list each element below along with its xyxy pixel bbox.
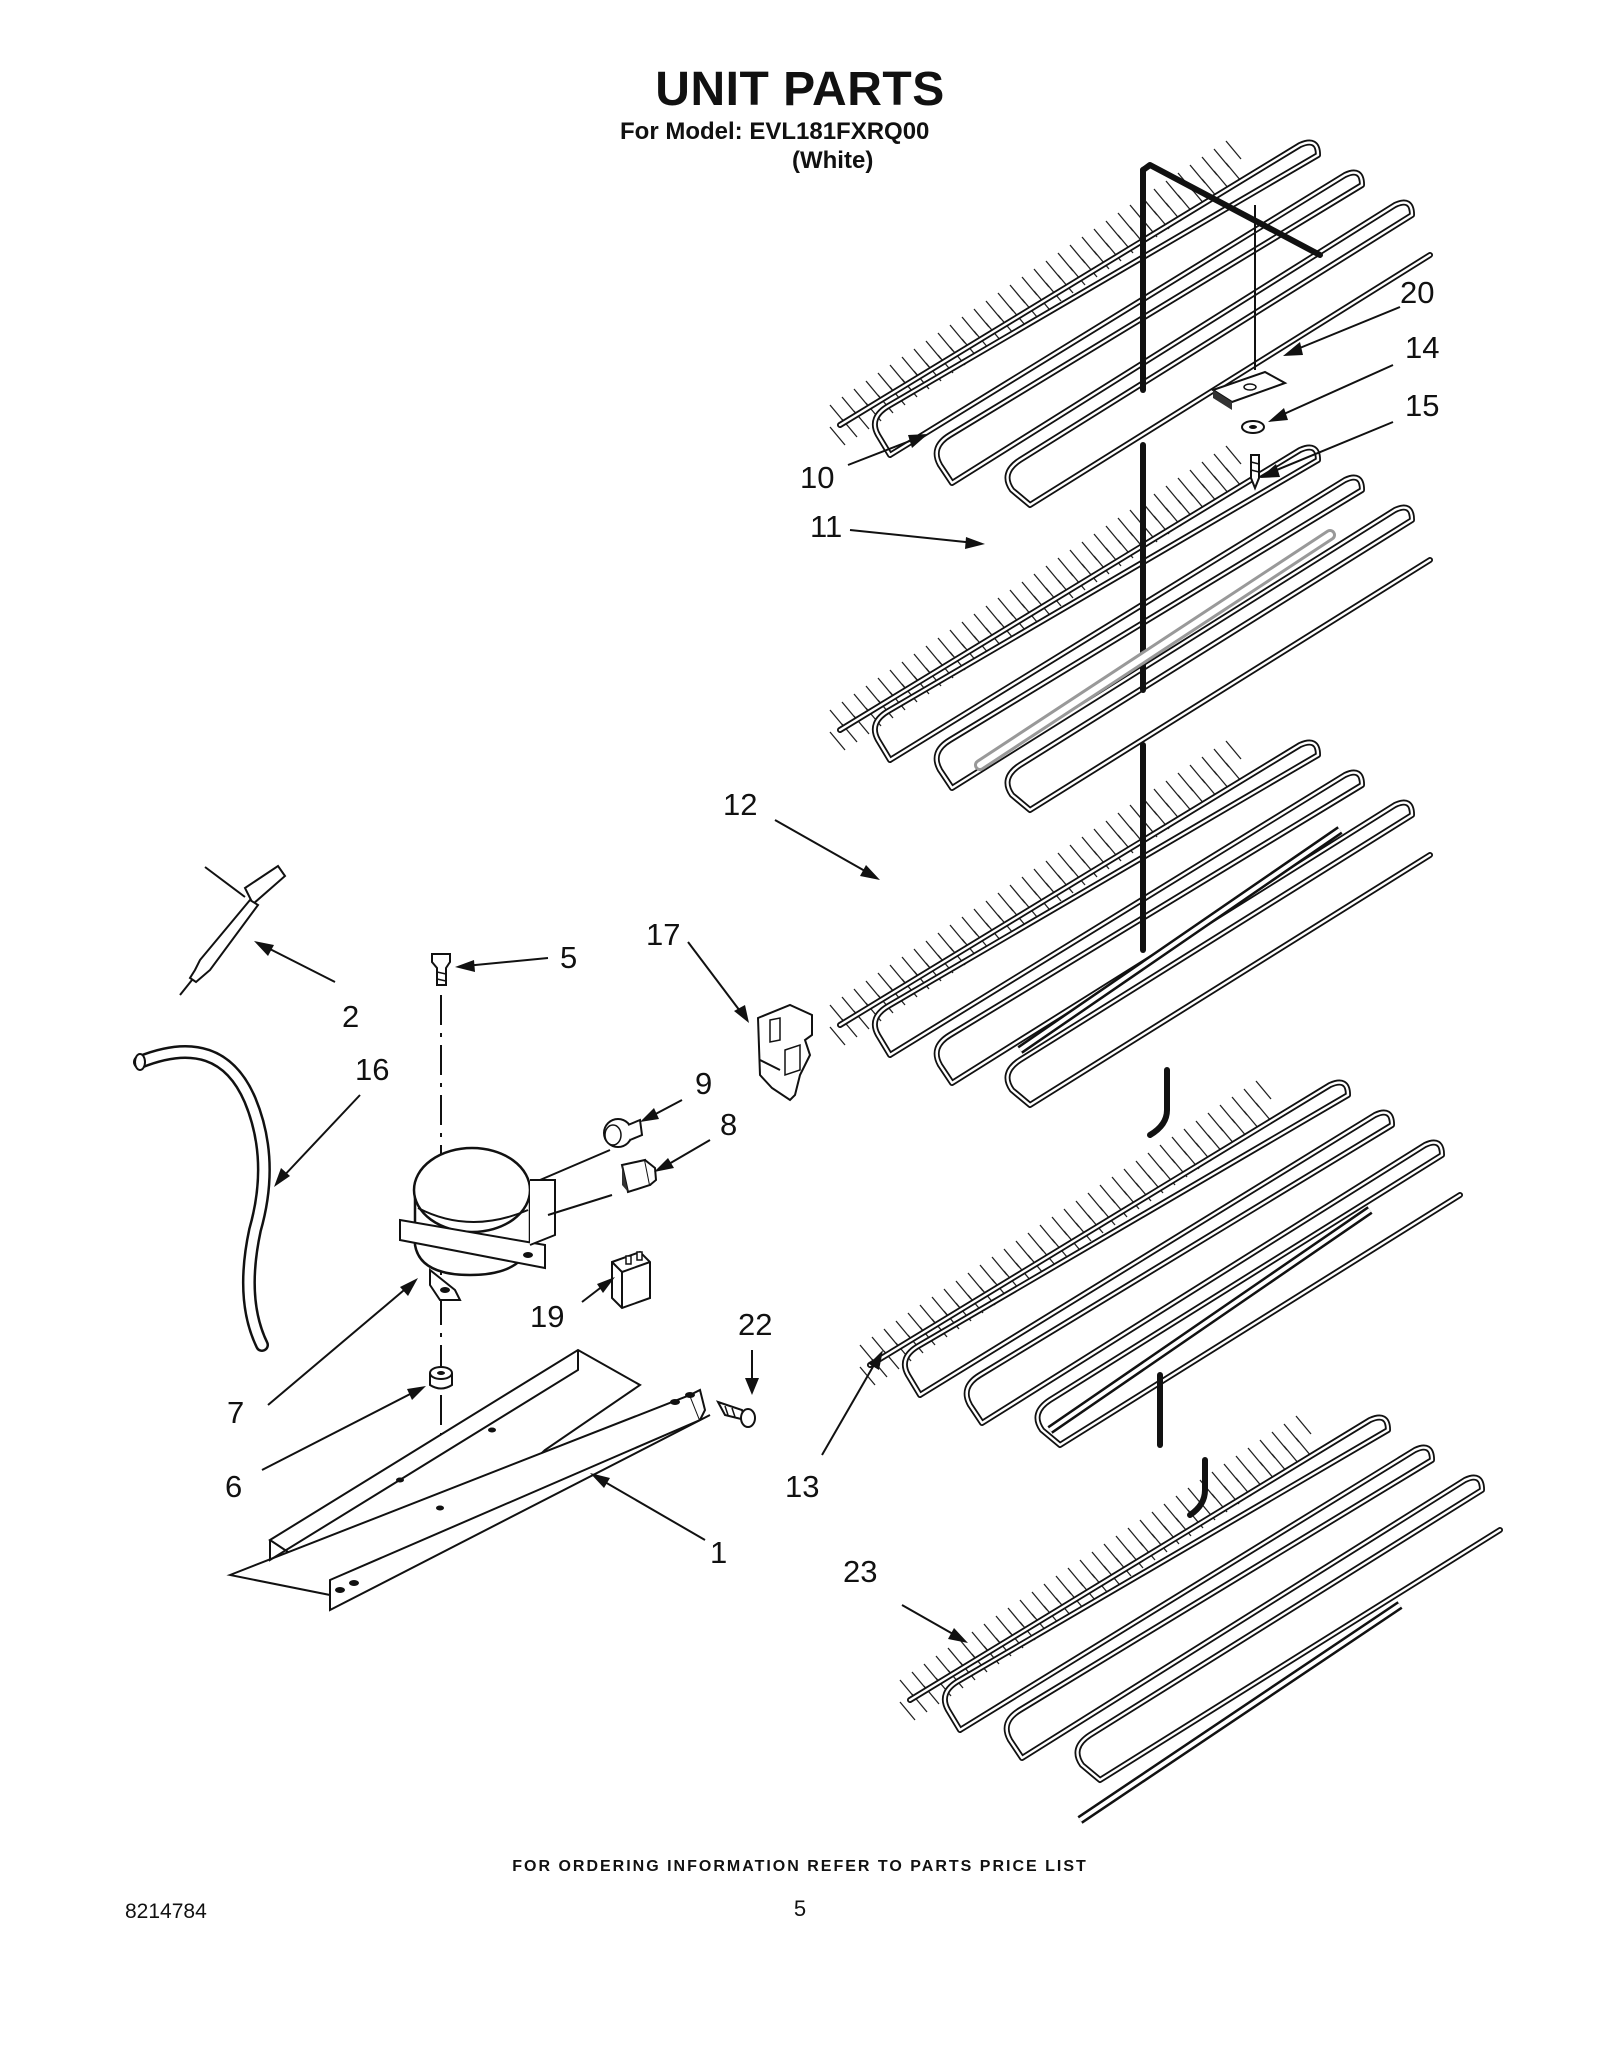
callout-5: 5 [560,940,577,975]
drier-2 [179,864,287,996]
evaporator-coil-11 [829,442,1430,810]
callout-13: 13 [785,1469,819,1504]
page-number: 5 [793,1896,807,1921]
callout-12: 12 [723,787,757,822]
screw-22 [715,1400,756,1428]
callout-6: 6 [225,1469,242,1504]
evaporator-coil-13 [859,1067,1460,1448]
callout-1: 1 [710,1535,727,1570]
callout-9: 9 [695,1066,712,1101]
compressor-7 [399,1146,613,1301]
capacitor-19 [611,1250,651,1310]
callout-2: 2 [342,999,359,1034]
overload-9 [603,1118,644,1148]
callout-10: 10 [800,460,834,495]
callout-20: 20 [1400,275,1434,310]
callout-17: 17 [646,917,680,952]
evaporator-coil-12 [829,741,1430,1105]
base-plate-1 [226,1348,711,1612]
callout-16: 16 [355,1052,389,1087]
model-line: For Model: EVL181FXRQ00 [620,118,930,145]
callout-19: 19 [530,1299,564,1334]
callout-22: 22 [738,1307,772,1342]
relay-8 [620,1158,658,1194]
callout-23: 23 [843,1554,877,1589]
mounting-hardware [1210,205,1288,491]
callout-15: 15 [1405,388,1439,423]
callout-14: 14 [1405,330,1439,365]
ordering-note: FOR ORDERING INFORMATION REFER TO PARTS … [512,1858,1088,1875]
leader-arrows [254,306,1401,1643]
evaporator-coil-10 [829,141,1430,505]
callout-8: 8 [720,1107,737,1142]
cover-17 [756,1003,813,1102]
evaporator-coil-23 [899,1416,1500,1824]
grommet-6 [429,1366,453,1390]
callout-11: 11 [810,509,842,544]
callout-7: 7 [227,1395,244,1430]
tube-16 [133,1044,271,1352]
color-line: (White) [792,147,874,174]
page-title: UNIT PARTS [655,63,945,116]
callout-labels: 20 14 15 10 11 12 17 5 2 16 9 8 19 22 7 … [225,275,1439,1589]
document-number: 8214784 [125,1900,207,1923]
